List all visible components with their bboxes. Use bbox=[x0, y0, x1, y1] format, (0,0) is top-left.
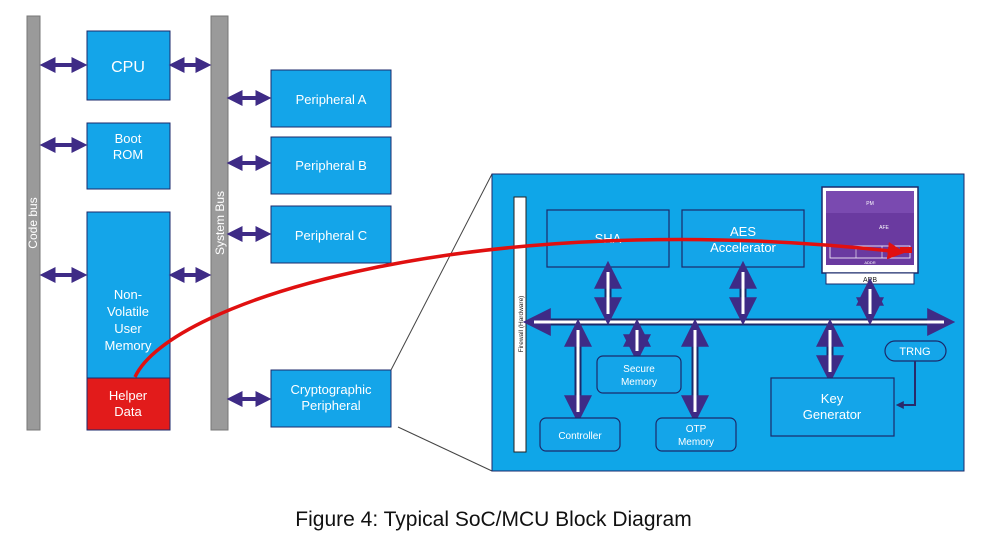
aes-line-2: Accelerator bbox=[710, 240, 776, 255]
peripheral-a-block: Peripheral A bbox=[270, 69, 392, 128]
apb-label: APB bbox=[863, 277, 877, 284]
chip-label-pm: PM bbox=[866, 201, 874, 207]
secure-memory-line-1: Secure bbox=[623, 364, 655, 375]
boot-rom-line-1: Boot bbox=[115, 131, 142, 146]
peripheral-c-block: Peripheral C bbox=[270, 205, 392, 264]
nvm-line-4: Memory bbox=[105, 338, 152, 353]
firewall-label: Firewall (Hardware) bbox=[518, 296, 525, 353]
crypto-peripheral-line-1: Cryptographic bbox=[291, 382, 372, 397]
nvm-line-3: User bbox=[114, 321, 142, 336]
trng-label: TRNG bbox=[899, 346, 930, 358]
helper-data-line-2: Data bbox=[114, 404, 142, 419]
key-generator-block: Key Generator bbox=[770, 377, 895, 437]
key-generator-line-1: Key bbox=[821, 391, 844, 406]
crypto-peripheral-line-2: Peripheral bbox=[301, 398, 360, 413]
helper-data-link-curve bbox=[133, 237, 906, 378]
system-bus: System Bus bbox=[210, 15, 229, 431]
helper-data-block: Helper Data bbox=[86, 377, 171, 431]
trng-block: TRNG bbox=[884, 340, 947, 362]
system-bus-label: System Bus bbox=[213, 191, 227, 255]
nvm-line-1: Non- bbox=[114, 287, 142, 302]
arrow-trng-key-generator bbox=[895, 361, 916, 409]
code-bus-label: Code bus bbox=[26, 197, 40, 248]
peripheral-b-label: Peripheral B bbox=[295, 158, 367, 173]
cpu-label: CPU bbox=[111, 59, 145, 76]
chip-label-addr: ADDR bbox=[864, 260, 875, 265]
peripheral-b-block: Peripheral B bbox=[270, 136, 392, 195]
aes-line-1: AES bbox=[730, 224, 756, 239]
boot-rom-line-2: ROM bbox=[113, 147, 143, 162]
figure-caption: Figure 4: Typical SoC/MCU Block Diagram bbox=[295, 508, 692, 531]
sha-label: SHA bbox=[595, 231, 622, 246]
secure-memory-block: Secure Memory bbox=[596, 355, 682, 394]
helper-data-line-1: Helper bbox=[109, 388, 148, 403]
cryptographic-peripheral-block: Cryptographic Peripheral bbox=[270, 369, 392, 428]
chip-label-afe: AFE bbox=[879, 225, 889, 231]
left-bus-arrows bbox=[39, 57, 272, 407]
otp-memory-line-2: Memory bbox=[678, 437, 714, 448]
controller-block: Controller bbox=[539, 417, 621, 452]
secure-memory-line-2: Memory bbox=[621, 377, 657, 388]
boot-rom-block: Boot ROM bbox=[86, 122, 171, 190]
otp-memory-line-1: OTP bbox=[686, 424, 707, 435]
peripheral-c-label: Peripheral C bbox=[295, 228, 367, 243]
peripheral-a-label: Peripheral A bbox=[296, 92, 367, 107]
nvm-line-2: Volatile bbox=[107, 304, 149, 319]
firewall-bar: Firewall (Hardware) bbox=[513, 196, 527, 453]
code-bus: Code bus bbox=[26, 15, 41, 431]
internal-arrows bbox=[564, 260, 884, 424]
chip-inset: PM AFE ADDR APB bbox=[821, 186, 919, 285]
otp-memory-block: OTP Memory bbox=[655, 417, 737, 452]
key-generator-line-2: Generator bbox=[803, 407, 862, 422]
controller-label: Controller bbox=[558, 431, 602, 442]
zoom-guide-lines bbox=[390, 173, 493, 472]
cpu-block: CPU bbox=[86, 30, 171, 101]
